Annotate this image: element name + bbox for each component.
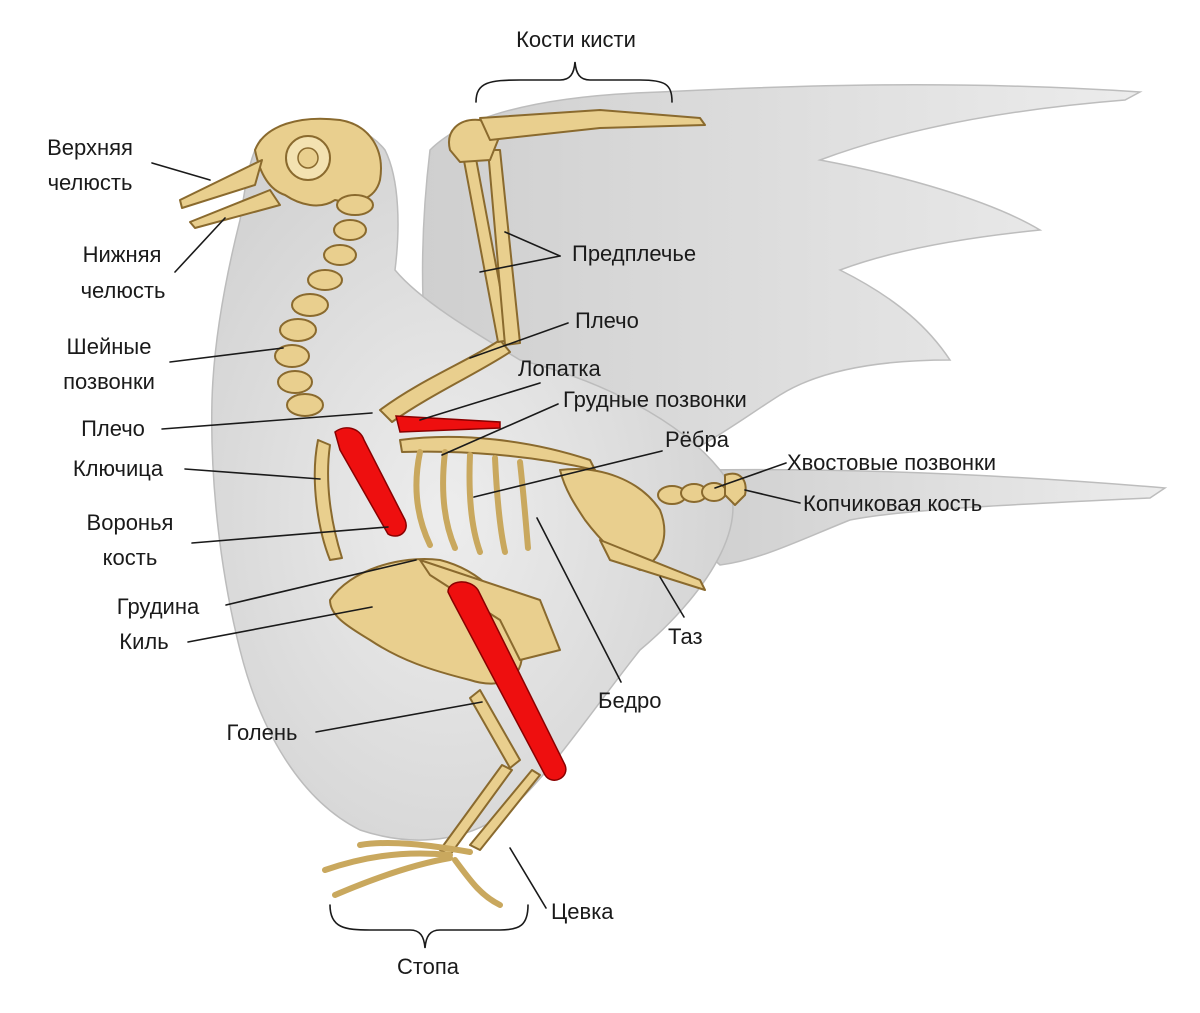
- upper-jaw: [179, 159, 263, 209]
- label-pelvis: Таз: [668, 624, 703, 649]
- foot-toes: [322, 839, 503, 908]
- humerus-bone-right: [379, 339, 511, 423]
- caudal-vertebrae: [657, 482, 727, 505]
- neck-vertebrae: [274, 194, 374, 417]
- hand-bones-brace: [475, 61, 673, 103]
- label-upper-jaw-2: челюсть: [48, 170, 133, 195]
- label-lower-jaw-1: Нижняя: [83, 242, 162, 267]
- femur-bone-highlight: [447, 581, 567, 781]
- label-caudal: Хвостовые позвонки: [787, 450, 996, 475]
- pelvis-lower: [599, 539, 706, 591]
- label-hand-bones: Кости кисти: [516, 27, 636, 52]
- tail-silhouette: [688, 468, 1168, 566]
- label-tibia: Голень: [227, 720, 298, 745]
- labels: Кости кисти Верхняя челюсть Нижняя челюс…: [47, 27, 996, 979]
- clavicle-bone: [313, 439, 343, 561]
- label-scapula: Лопатка: [518, 356, 602, 381]
- coracoid-bone-highlight: [334, 427, 407, 537]
- label-coracoid-2: кость: [103, 545, 158, 570]
- label-ribs: Рёбра: [665, 427, 730, 452]
- label-forearm: Предплечье: [572, 241, 696, 266]
- label-pygostyle: Копчиковая кость: [803, 491, 982, 516]
- label-humerus-left: Плечо: [81, 416, 145, 441]
- label-thoracic: Грудные позвонки: [563, 387, 747, 412]
- label-upper-jaw-1: Верхняя: [47, 135, 133, 160]
- label-femur: Бедро: [598, 688, 662, 713]
- label-keel: Киль: [119, 629, 168, 654]
- foot-brace: [329, 904, 529, 949]
- label-tarsus: Цевка: [551, 899, 614, 924]
- ulna-bone: [487, 149, 521, 346]
- label-humerus-right: Плечо: [575, 308, 639, 333]
- label-lower-jaw-2: челюсть: [81, 278, 166, 303]
- pygostyle-bone: [724, 472, 747, 506]
- label-cervical-2: позвонки: [63, 369, 155, 394]
- lower-jaw: [189, 189, 281, 229]
- label-sternum: Грудина: [117, 594, 200, 619]
- label-foot: Стопа: [397, 954, 460, 979]
- label-coracoid-1: Воронья: [87, 510, 174, 535]
- eye-ring: [297, 147, 319, 169]
- ribcage: [413, 449, 531, 555]
- label-clavicle: Ключица: [73, 456, 164, 481]
- hand-bones: [479, 109, 706, 141]
- leader-lines: [151, 162, 801, 909]
- tibiotarsus: [469, 769, 541, 851]
- label-cervical-1: Шейные: [67, 334, 152, 359]
